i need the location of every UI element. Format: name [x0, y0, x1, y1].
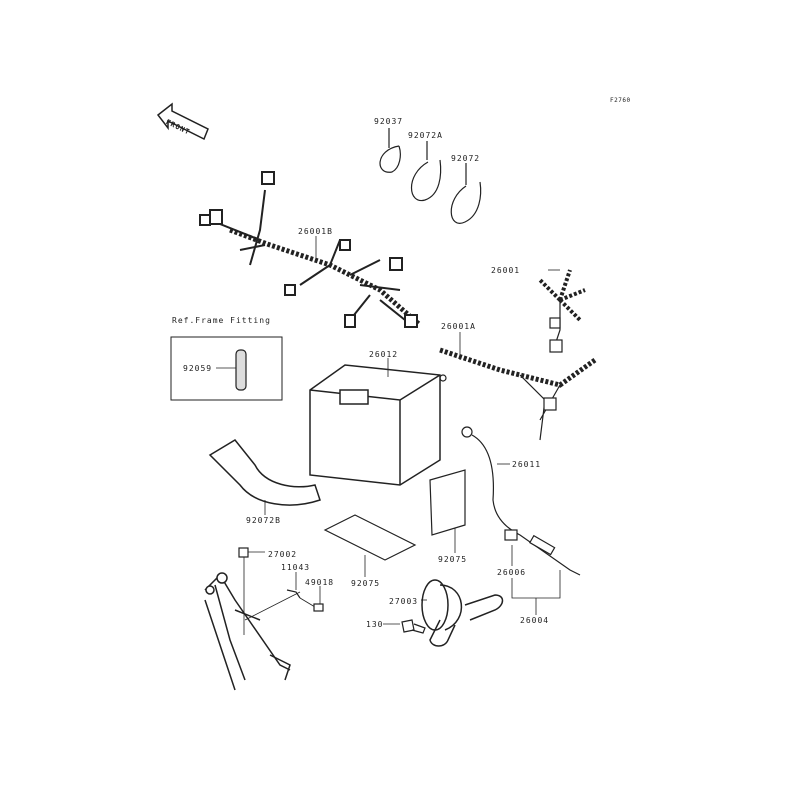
collar-92059-icon — [216, 349, 247, 391]
horn-icon — [421, 579, 504, 647]
label-26011: 26011 — [512, 460, 542, 469]
label-26001a: 26001A — [441, 322, 476, 331]
relay-27002-icon — [238, 547, 265, 558]
battery-cover-pad-icon — [429, 469, 466, 553]
harness-26001-icon — [439, 269, 597, 441]
figure-code: F2760 — [610, 97, 631, 104]
label-92059: 92059 — [183, 364, 213, 373]
battery-lead-icon — [461, 426, 581, 576]
label-92037: 92037 — [374, 117, 404, 126]
label-27002: 27002 — [268, 550, 298, 559]
battery-band-icon — [208, 439, 321, 515]
label-27003: 27003 — [389, 597, 419, 606]
part-49018-icon — [313, 586, 324, 612]
battery-icon — [309, 358, 441, 486]
clamp-92072a-icon — [411, 141, 442, 202]
front-arrow-icon — [156, 102, 209, 141]
battery-pad-icon — [323, 514, 417, 577]
clamp-92072-icon — [450, 163, 482, 224]
label-92072b: 92072B — [246, 516, 281, 525]
label-92072a: 92072A — [408, 131, 443, 140]
label-92075-pad: 92075 — [351, 579, 381, 588]
label-11043: 11043 — [281, 563, 311, 572]
ref-frame-fitting-title: Ref.Frame Fitting — [172, 316, 271, 325]
label-92072: 92072 — [451, 154, 481, 163]
label-26001: 26001 — [491, 266, 521, 275]
bracket-11043-icon — [286, 572, 316, 608]
bolt-icon — [383, 619, 426, 634]
clamp-92037-icon — [379, 128, 401, 173]
label-49018: 49018 — [305, 578, 335, 587]
label-26004: 26004 — [520, 616, 550, 625]
ref-frame-box — [170, 336, 283, 401]
label-26001b: 26001B — [298, 227, 333, 236]
frame-icon — [204, 556, 301, 691]
label-92075-cover: 92075 — [438, 555, 468, 564]
label-26006: 26006 — [497, 568, 527, 577]
label-26012: 26012 — [369, 350, 399, 359]
harness-26001b-icon — [199, 171, 422, 328]
label-130: 130 — [366, 620, 384, 629]
